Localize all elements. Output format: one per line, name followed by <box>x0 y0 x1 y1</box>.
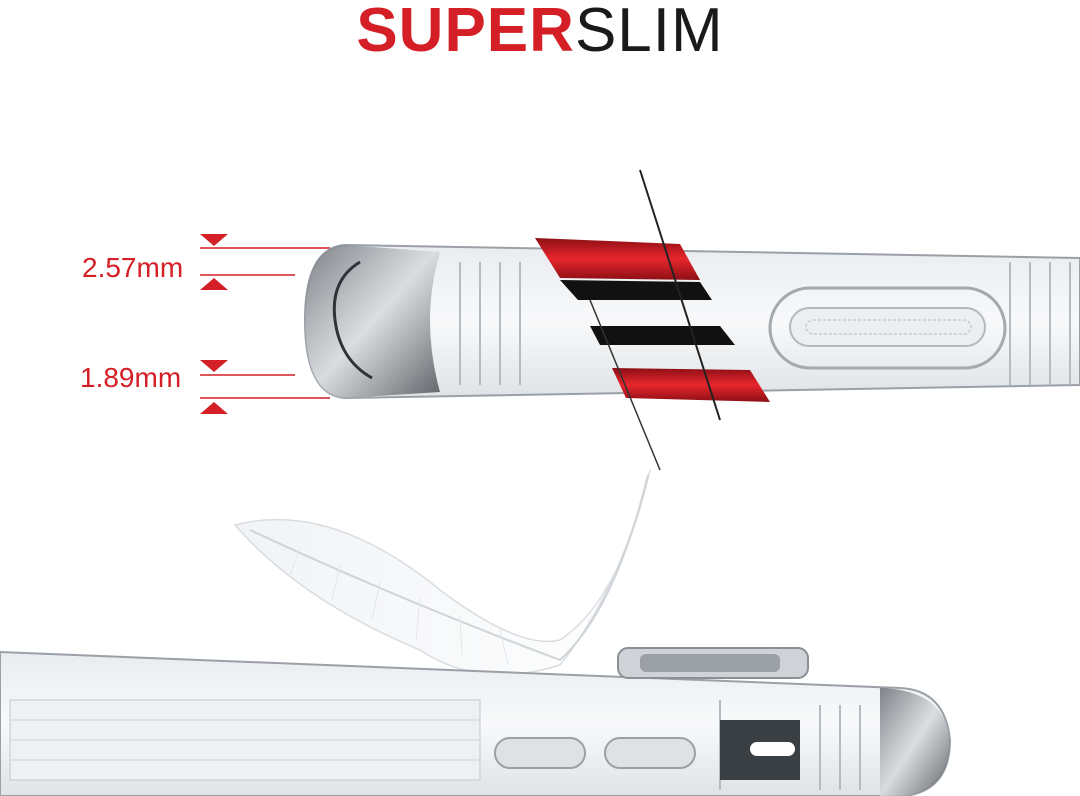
dimension-markers <box>200 234 330 414</box>
dimension-label-thick: 2.57mm <box>82 252 184 283</box>
case-bottom-edge <box>0 647 952 796</box>
dimension-label-thin: 1.89mm <box>80 362 182 393</box>
arrow-up-icon <box>200 278 228 290</box>
arrow-down-icon <box>200 234 228 246</box>
volume-button-cutout <box>494 737 586 769</box>
case-top-edge <box>303 238 1080 402</box>
volume-button-cutout <box>604 737 696 769</box>
arrow-up-icon <box>200 402 228 414</box>
title-super: SUPER <box>356 0 575 65</box>
page-title: SUPERSLIM <box>0 0 1080 70</box>
arrow-down-icon <box>200 360 228 372</box>
feather-icon <box>233 469 651 676</box>
title-slim: SLIM <box>574 0 724 65</box>
cut-line-lower <box>589 299 661 471</box>
cut-line <box>639 169 721 421</box>
